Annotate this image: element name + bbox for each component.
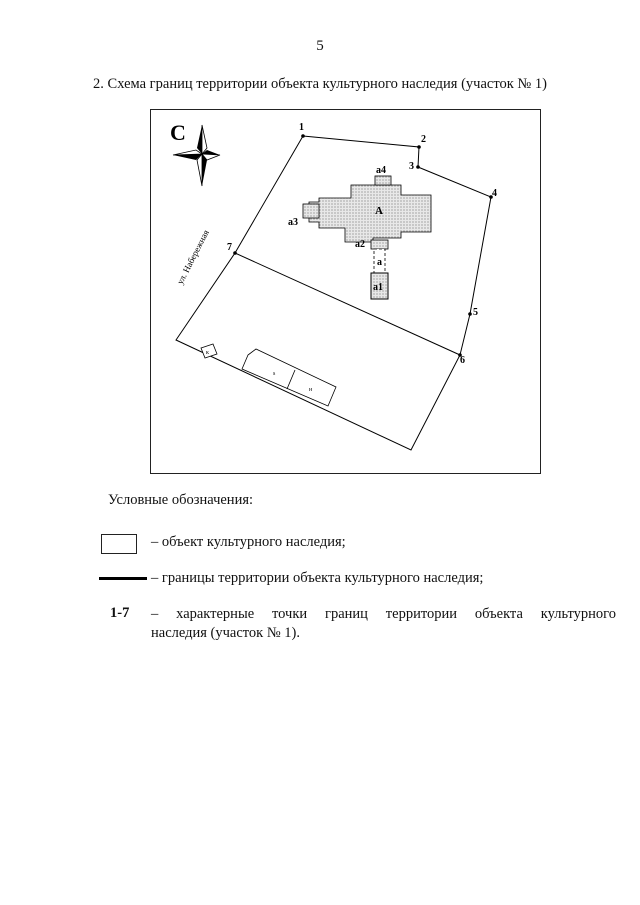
heritage-object — [302, 175, 432, 300]
boundary-point-7 — [233, 251, 237, 255]
boundary-point-2 — [417, 145, 421, 149]
small-building-label-n: н — [309, 387, 313, 393]
compass-icon — [172, 124, 221, 187]
legend-heading: Условные обозначения: — [108, 492, 254, 508]
small-building-k — [200, 343, 218, 359]
part-a2 — [370, 239, 389, 250]
boundary-point-5 — [468, 312, 472, 316]
map-frame: С 1 2 3 4 5 6 7 — [150, 109, 541, 474]
legend-points-text-line2: наследия (участок № 1). — [151, 625, 301, 641]
part-label-a3: a3 — [288, 217, 298, 228]
point-label-6: 6 — [460, 355, 465, 366]
part-a3 — [302, 203, 320, 219]
small-building-label-k: к — [206, 350, 209, 356]
point-label-2: 2 — [421, 134, 426, 145]
boundary-point-4 — [489, 195, 493, 199]
boundary-point-6 — [458, 353, 462, 357]
part-a4 — [374, 175, 392, 186]
point-label-5: 5 — [473, 307, 478, 318]
page-number: 5 — [316, 38, 324, 54]
point-label-4: 4 — [492, 188, 497, 199]
legend-border-symbol — [99, 577, 147, 580]
street-label: ул. Набережная — [175, 228, 211, 286]
small-building-s-n — [241, 348, 337, 407]
division-line — [234, 252, 461, 356]
part-label-a4: a4 — [376, 165, 386, 176]
legend-object-text: – объект культурного наследия; — [151, 534, 346, 550]
part-label-a2: a2 — [355, 239, 365, 250]
boundary-point-3 — [416, 165, 420, 169]
legend-points-text-line1: – характерные точки границ территории об… — [151, 606, 616, 622]
legend-border-text: – границы территории объекта культурного… — [151, 570, 484, 586]
territory-boundary — [175, 135, 492, 451]
small-building-label-s: s — [273, 371, 276, 377]
boundary-points — [233, 134, 493, 357]
boundary-point-1 — [301, 134, 305, 138]
legend-points-code: 1-7 — [110, 605, 130, 621]
part-label-a1: a1 — [373, 282, 383, 293]
page-title: 2. Схема границ территории объекта культ… — [93, 76, 547, 92]
point-label-7: 7 — [227, 242, 232, 253]
legend-object-symbol — [101, 534, 137, 554]
north-label: С — [170, 120, 186, 145]
small-buildings — [200, 343, 337, 407]
object-label: А — [375, 205, 383, 217]
part-label-a: a — [377, 257, 382, 268]
point-label-3: 3 — [409, 161, 414, 172]
part-a1 — [370, 272, 389, 300]
point-label-1: 1 — [299, 122, 304, 133]
boundary-map: С 1 2 3 4 5 6 7 — [170, 120, 497, 451]
